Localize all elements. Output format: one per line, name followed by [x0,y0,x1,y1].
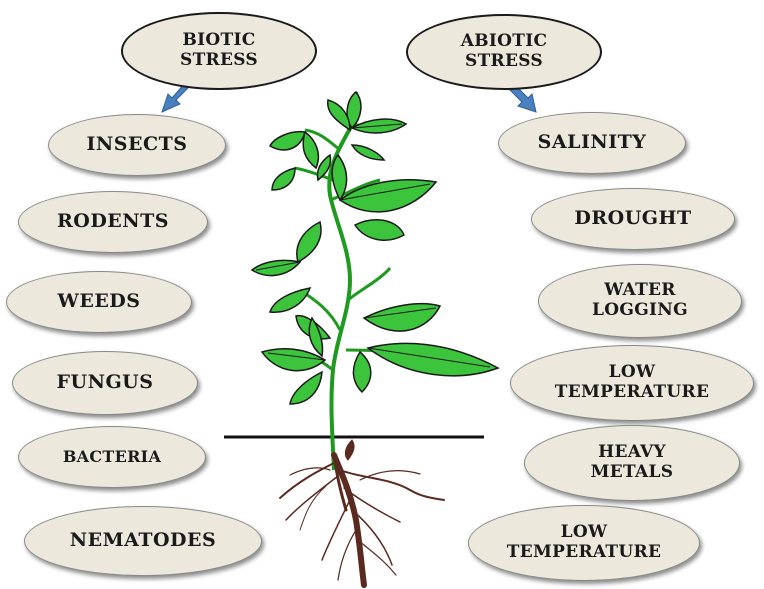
abiotic-item-low-temperature-2: LOW TEMPERATURE [468,505,700,581]
biotic-stress-label: BIOTIC STRESS [180,31,258,70]
abiotic-stress-header: ABIOTIC STRESS [406,14,602,90]
abiotic-stress-label: ABIOTIC STRESS [461,32,548,71]
abiotic-item-salinity: SALINITY [498,112,686,174]
biotic-item-weeds: WEEDS [6,271,192,333]
abiotic-item-low-temperature-1: LOW TEMPERATURE [510,345,754,421]
plant-stem [329,92,356,470]
plant-leaves [252,92,498,404]
plant-roots [280,440,444,585]
abiotic-item-drought: DROUGHT [531,188,735,250]
biotic-item-bacteria: BACTERIA [18,426,206,488]
abiotic-item-water-logging: WATER LOGGING [538,264,742,338]
biotic-item-nematodes: NEMATODES [24,506,262,576]
abiotic-item-heavy-metals: HEAVY METALS [524,425,740,501]
biotic-item-insects: INSECTS [48,114,226,176]
biotic-item-rodents: RODENTS [18,191,208,253]
biotic-stress-header: BIOTIC STRESS [121,12,317,90]
biotic-item-fungus: FUNGUS [12,351,198,415]
